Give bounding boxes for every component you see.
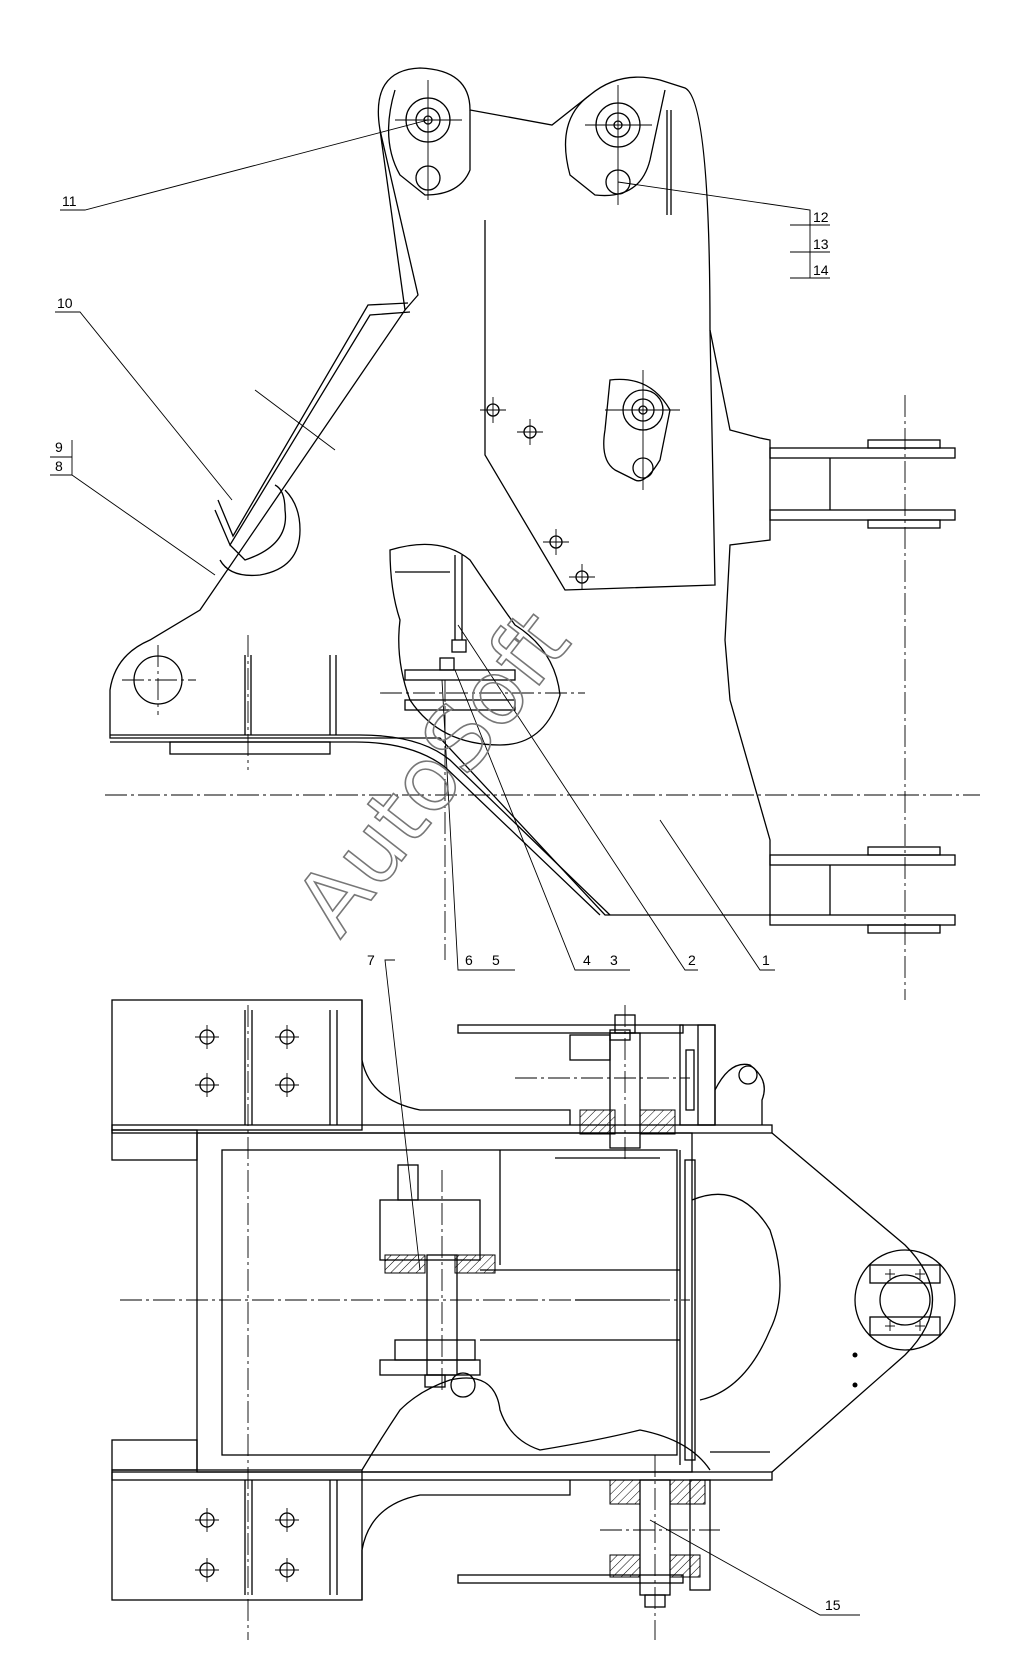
label-7: 7 xyxy=(367,952,375,968)
label-12: 12 xyxy=(813,209,829,225)
lower-hitch xyxy=(769,846,956,934)
label-4: 4 xyxy=(583,952,591,968)
upper-hitch xyxy=(769,395,956,1000)
watermark: AutoSoft xyxy=(275,592,589,953)
label-3: 3 xyxy=(610,952,618,968)
label-8: 8 xyxy=(55,458,63,474)
leader-lines-bottom: 15 xyxy=(649,1519,860,1616)
plan-view xyxy=(111,999,956,1640)
bolt-holes xyxy=(480,397,595,590)
label-9: 9 xyxy=(55,439,63,455)
top-right-pin-lug xyxy=(585,85,652,205)
label-13: 13 xyxy=(813,236,829,252)
label-6: 6 xyxy=(465,952,473,968)
label-11: 11 xyxy=(62,193,77,209)
label-1: 1 xyxy=(762,952,770,968)
label-14: 14 xyxy=(813,262,829,278)
plan-bolt-holes xyxy=(195,1025,299,1582)
part-labels-top: 11 12 13 14 10 9 8 1 2 4 3 6 5 7 xyxy=(55,193,829,968)
top-left-pin-lug xyxy=(395,80,462,200)
leader-lines-top xyxy=(50,119,830,1271)
label-2: 2 xyxy=(688,952,696,968)
label-10: 10 xyxy=(57,295,73,311)
side-view xyxy=(105,67,980,1000)
label-15: 15 xyxy=(825,1597,841,1613)
middle-pin-lug xyxy=(603,370,680,490)
label-5: 5 xyxy=(492,952,500,968)
